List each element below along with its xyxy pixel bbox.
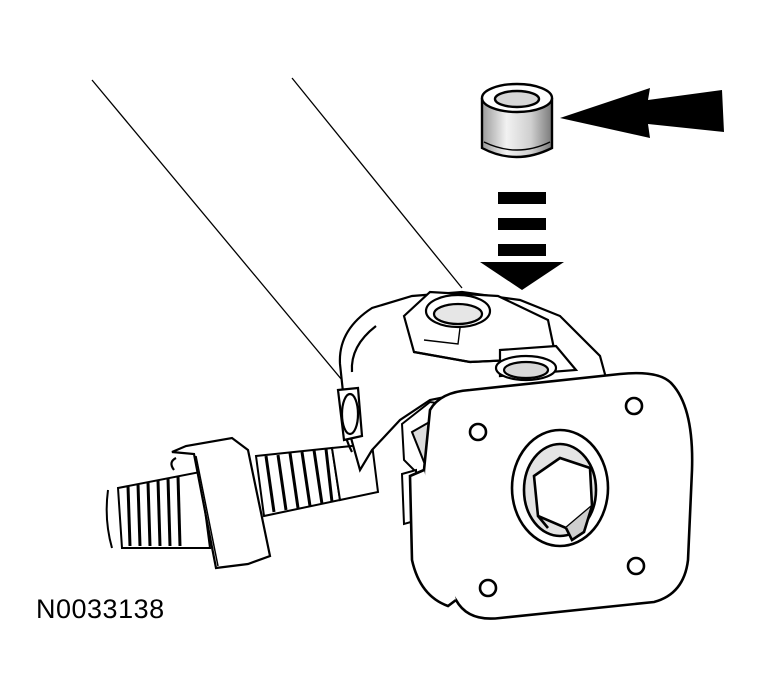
figure-id-label: N0033138 <box>36 594 165 624</box>
flange-bolt-hole-bottom-left <box>478 578 498 598</box>
driveshaft-tube <box>91 77 463 393</box>
yoke-upper-ear <box>402 290 579 382</box>
clamp-frame <box>170 436 272 570</box>
companion-flange <box>408 371 694 620</box>
flange-bolt-hole-top-right <box>624 396 644 416</box>
rod-threads-left <box>126 475 182 547</box>
pointer-arrow-icon <box>560 88 724 138</box>
flange-bolt-hole-bottom-right <box>626 556 646 576</box>
install-direction-arrow-icon <box>480 192 564 290</box>
press-tool-rod <box>105 470 212 549</box>
bearing-cap <box>480 82 554 159</box>
flange-bolt-hole-top-left <box>468 422 488 442</box>
